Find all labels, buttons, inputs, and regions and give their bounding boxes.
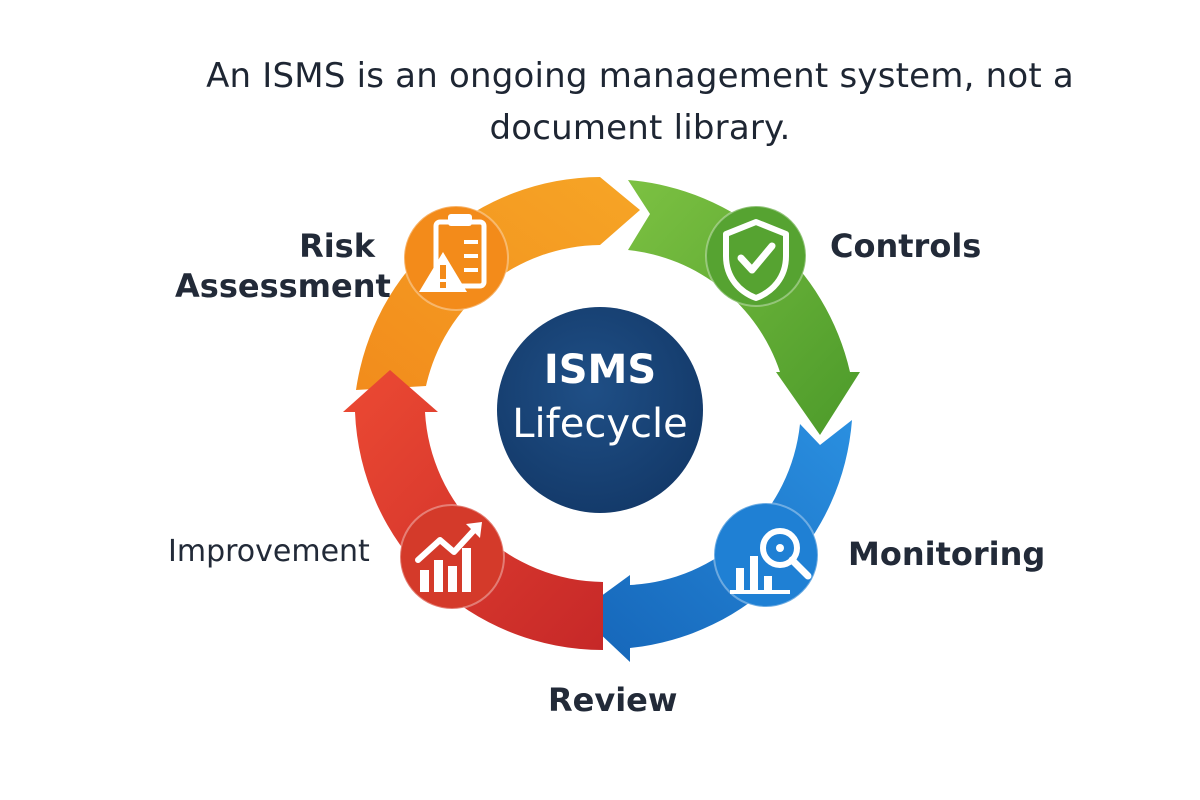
arrow-monitoring-to-review [578,420,852,662]
trend-up-chart-icon [399,504,505,610]
shield-check-icon [705,205,807,307]
stage-label-controls: Controls [830,227,982,265]
risk-label-line2: Assessment [175,267,391,305]
center-title-line2: Lifecycle [512,401,688,447]
arrow-controls-to-monitoring [628,180,860,435]
diagram-caption: An ISMS is an ongoing management system,… [206,56,1074,148]
center-title-line1: ISMS [543,347,657,393]
arrow-improvement-to-risk [343,370,603,651]
chart-magnifier-icon [713,502,819,608]
stage-label-risk-assessment: Risk Assessment [175,226,391,306]
stage-label-review: Review [548,681,678,719]
arrow-risk-to-controls [356,177,640,390]
center-title: ISMS Lifecycle [495,343,705,451]
risk-label-line1: Risk [299,227,375,265]
stage-label-improvement: Improvement [168,534,370,569]
risk-clipboard-warning-icon [403,205,509,311]
stage-label-monitoring: Monitoring [848,535,1046,573]
center-circle [497,307,703,513]
